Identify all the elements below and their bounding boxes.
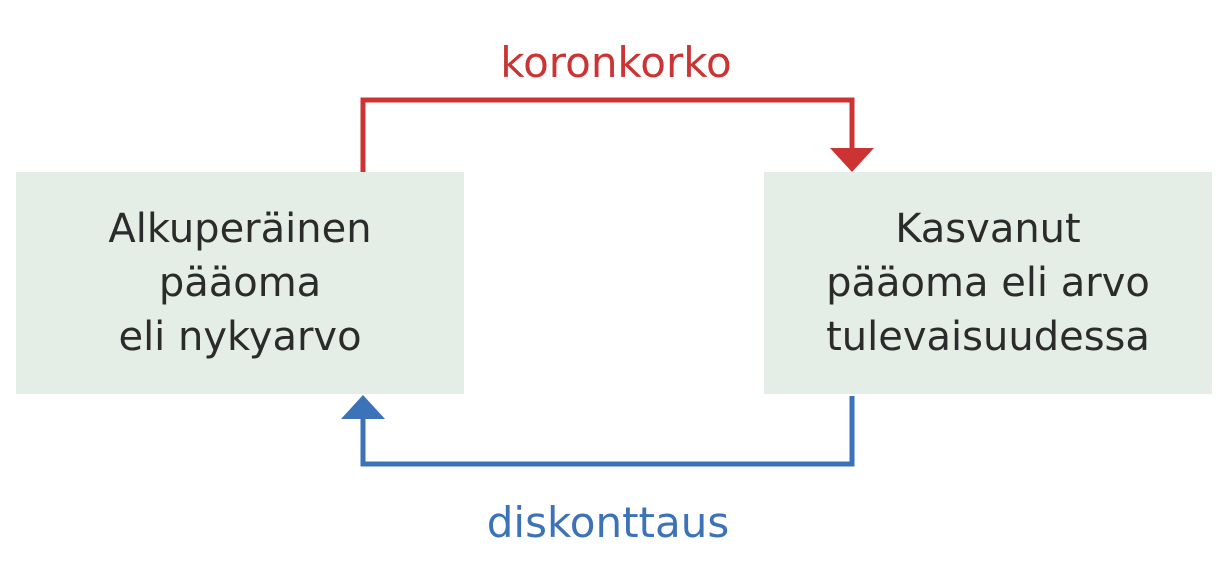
- compounding-label: koronkorko: [500, 38, 732, 87]
- future-value-line-3: tulevaisuudessa: [826, 314, 1150, 360]
- discounting-label: diskonttaus: [486, 498, 730, 547]
- present-value-line-2: pääoma: [158, 260, 322, 306]
- compounding-arrowhead-icon: [830, 148, 874, 172]
- future-value-box: Kasvanut pääoma eli arvo tulevaisuudessa: [764, 172, 1212, 394]
- present-value-line-3: eli nykyarvo: [118, 314, 362, 360]
- compounding-connector-line: [360, 97, 855, 172]
- discounting-connector-line: [360, 396, 855, 467]
- present-value-box: Alkuperäinen pääoma eli nykyarvo: [16, 172, 464, 394]
- present-value-line-1: Alkuperäinen: [108, 206, 372, 252]
- future-value-line-1: Kasvanut: [895, 206, 1081, 252]
- discounting-arrowhead-icon: [341, 395, 385, 419]
- future-value-line-2: pääoma eli arvo: [826, 260, 1150, 306]
